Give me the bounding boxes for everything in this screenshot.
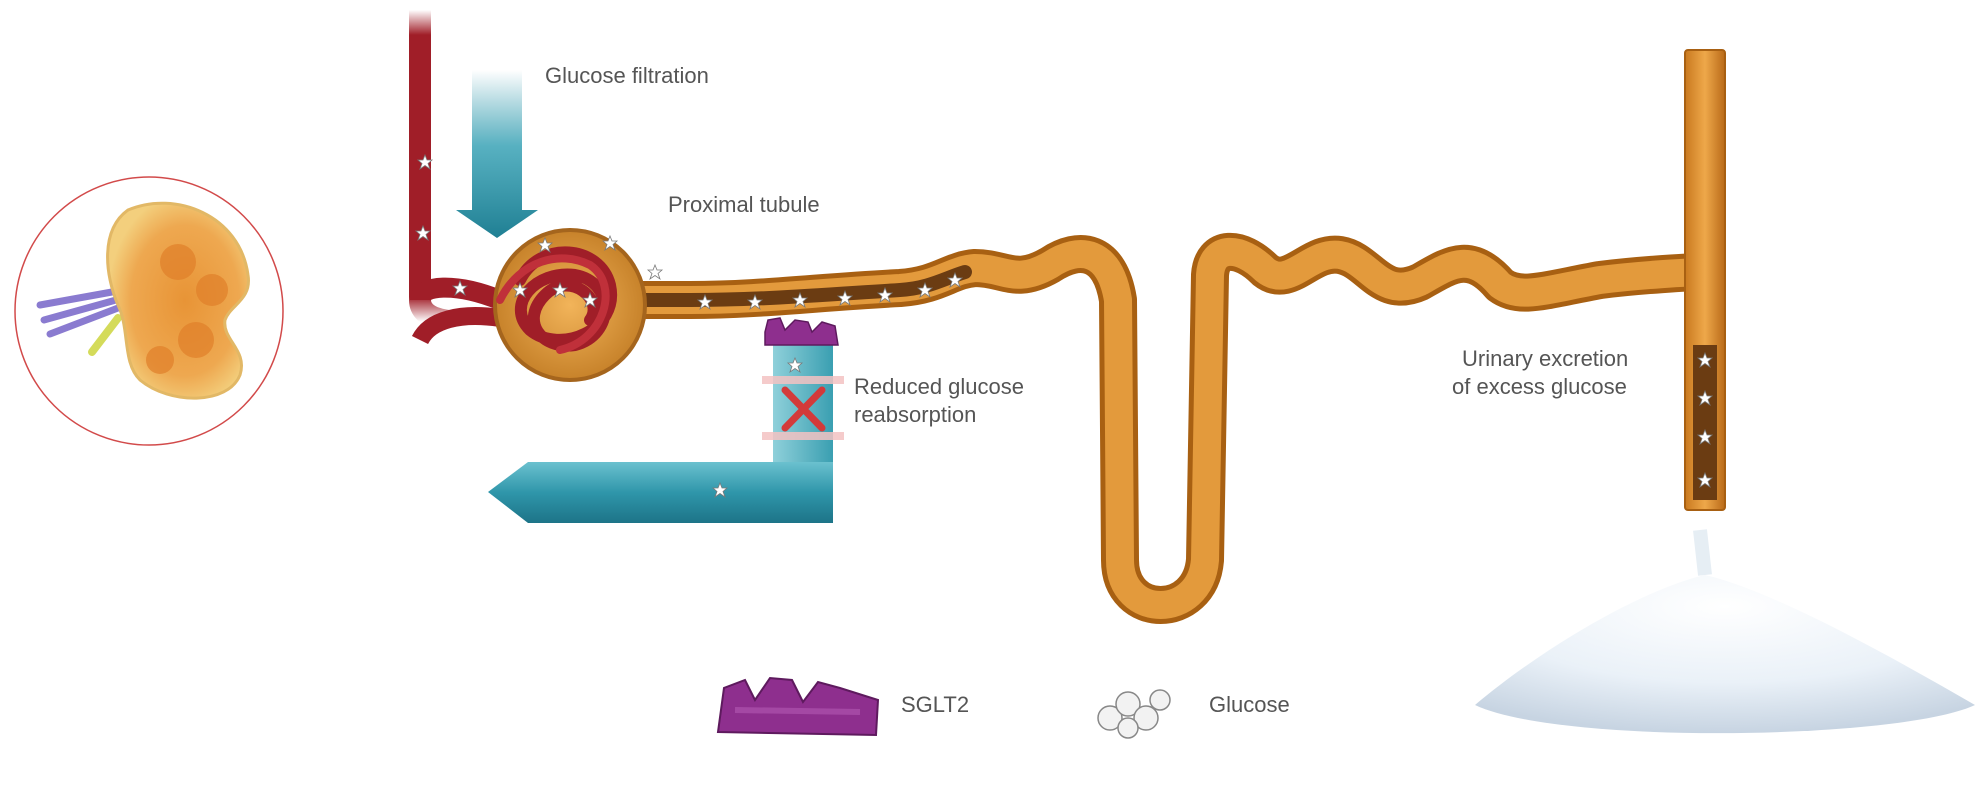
glucose-icon <box>1098 690 1170 738</box>
reduced-reabsorption-label-2: reabsorption <box>854 402 976 428</box>
glomerulus <box>416 155 662 380</box>
reduced-reabsorption-label-1: Reduced glucose <box>854 374 1024 400</box>
urinary-excretion-label-2: of excess glucose <box>1452 374 1627 400</box>
legend-sglt2-label: SGLT2 <box>901 692 969 718</box>
legend-sglt2-icon <box>718 678 878 735</box>
filtration-arrow <box>456 70 538 238</box>
sglt2-icon <box>765 318 838 345</box>
legend-glucose-label: Glucose <box>1209 692 1290 718</box>
collecting-duct <box>1685 50 1725 510</box>
proximal-tubule-label: Proximal tubule <box>668 192 820 218</box>
sugar-pile-icon <box>1475 530 1975 733</box>
urinary-excretion-label-1: Urinary excretion <box>1462 346 1628 372</box>
glucose-filtration-label: Glucose filtration <box>545 63 709 89</box>
kidney-icon <box>15 177 283 445</box>
